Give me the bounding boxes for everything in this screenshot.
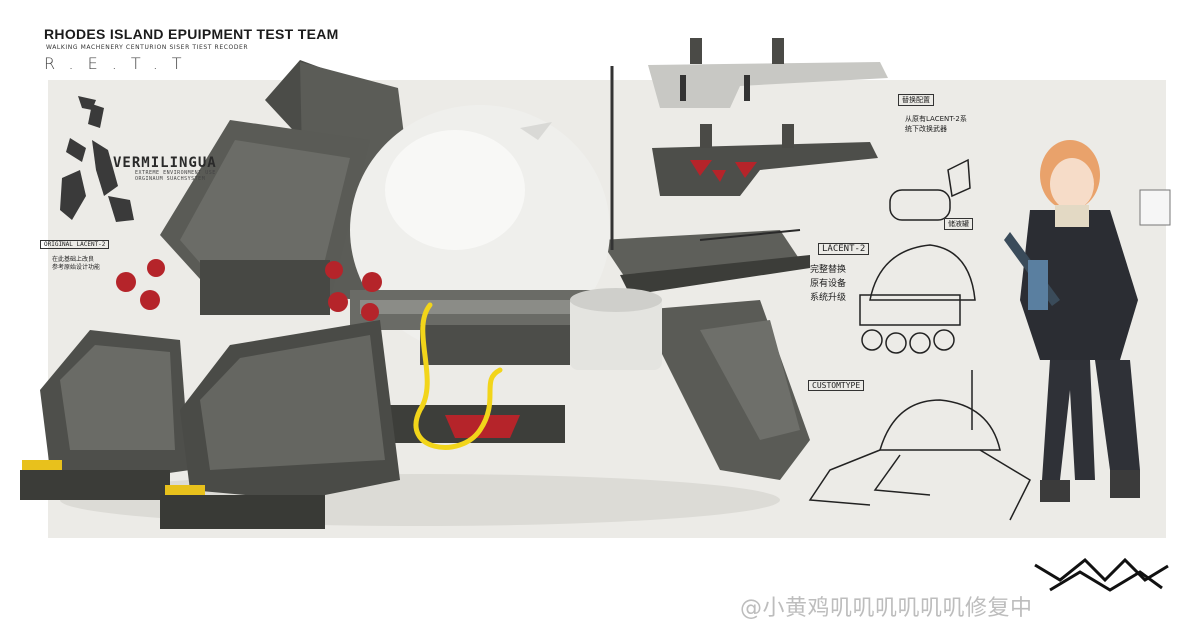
vermilingua-title: VERMILINGUA (113, 155, 217, 171)
vermilingua-sub-line-1: EXTREME ENVIRONMENT USE (135, 170, 216, 176)
top-right-annotation: 从原有LACENT-2系 统下改换武器 (905, 114, 967, 134)
left-annotation: 在此基础上改良 参考原始设计功能 (52, 256, 100, 272)
lacent-2-annotation: 完整替换 原有设备 系统升级 (810, 263, 846, 305)
operator-character (1004, 140, 1171, 502)
lacent-2-tag: LACENT-2 (818, 243, 870, 255)
front-right-leg (160, 320, 400, 529)
front-left-leg (20, 330, 190, 500)
left-annotation-line-1: 在此基础上改良 (52, 256, 95, 263)
rear-deck (600, 229, 810, 295)
top-right-annotation-line-1: 从原有LACENT-2系 (905, 115, 967, 123)
original-lacent-tag: ORIGINAL LACENT-2 (40, 240, 110, 249)
lacent-2-annotation-line-1: 完整替换 (810, 265, 847, 275)
rear-right-leg (640, 300, 810, 480)
tank-sketch (889, 158, 971, 221)
weapon-part-top (648, 38, 888, 108)
red-rocket-tips (116, 259, 382, 321)
vermilingua-emblem (60, 96, 134, 222)
page-title: RHODES ISLAND EPUIPMENT TEST TEAM (44, 26, 339, 42)
replacement-config-tag: 替换配置 (898, 94, 934, 106)
dome-body (350, 105, 610, 365)
artist-signature-logo (1034, 557, 1169, 592)
lacent-2-annotation-line-3: 系统升级 (810, 293, 847, 303)
weibo-watermark: @小黄鸡叽叽叽叽叽叽修复中 (740, 596, 1033, 621)
left-annotation-line-2: 参考原始设计功能 (52, 264, 101, 271)
side-turret (570, 288, 662, 370)
vermilingua-sub-line-2: ORGINAUM SUACHSYSTEM (135, 176, 206, 182)
rett-acronym: R.E.T.T (44, 54, 196, 73)
vermilingua-subtitle: EXTREME ENVIRONMENT USE ORGINAUM SUACHSY… (135, 170, 216, 182)
lacent-2-annotation-line-2: 原有设备 (810, 279, 847, 289)
page-subtitle: WALKING MACHENERY CENTURION SISER TIEST … (46, 44, 249, 51)
fluid-tank-tag: 储液罐 (944, 218, 973, 230)
lacent-2-vehicle-sketch (859, 244, 976, 354)
yellow-cable (413, 302, 503, 450)
custom-type-walker-sketch (808, 370, 1031, 521)
custom-type-tag: CUSTOMTYPE (808, 380, 865, 391)
weapon-part-bottom (652, 124, 878, 196)
top-right-annotation-line-2: 统下改换武器 (905, 125, 947, 133)
